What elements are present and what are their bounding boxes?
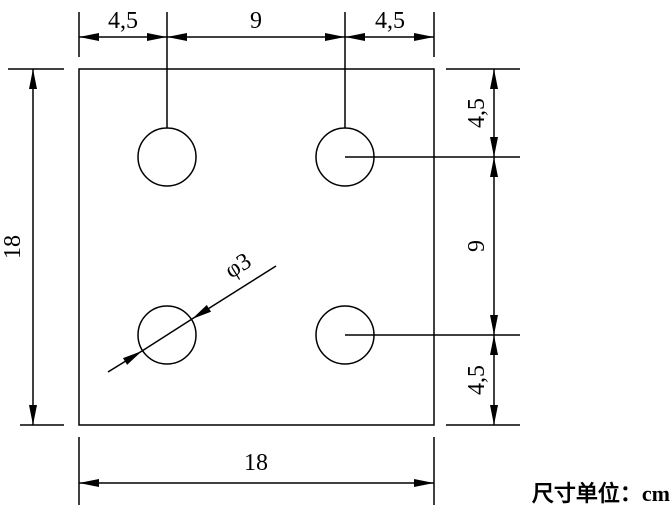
plate-outline	[78, 68, 435, 426]
top-dim-right: 4,5	[375, 8, 405, 34]
hole-top-left	[137, 127, 197, 187]
hole-bottom-left	[137, 305, 197, 365]
right-dim-top: 4,5	[464, 98, 490, 128]
left-dimension	[8, 68, 64, 426]
left-dim: 18	[0, 235, 26, 259]
top-dim-middle: 9	[250, 8, 262, 34]
diameter-leader	[107, 265, 277, 373]
right-dim-middle: 9	[464, 240, 490, 252]
bottom-dimension	[78, 437, 435, 505]
right-dim-bottom: 4,5	[464, 365, 490, 395]
hole-diameter-label: φ3	[220, 248, 256, 284]
bottom-dim: 18	[244, 450, 268, 476]
top-dim-left: 4,5	[108, 8, 138, 34]
unit-note: 尺寸单位：cm	[532, 481, 670, 506]
